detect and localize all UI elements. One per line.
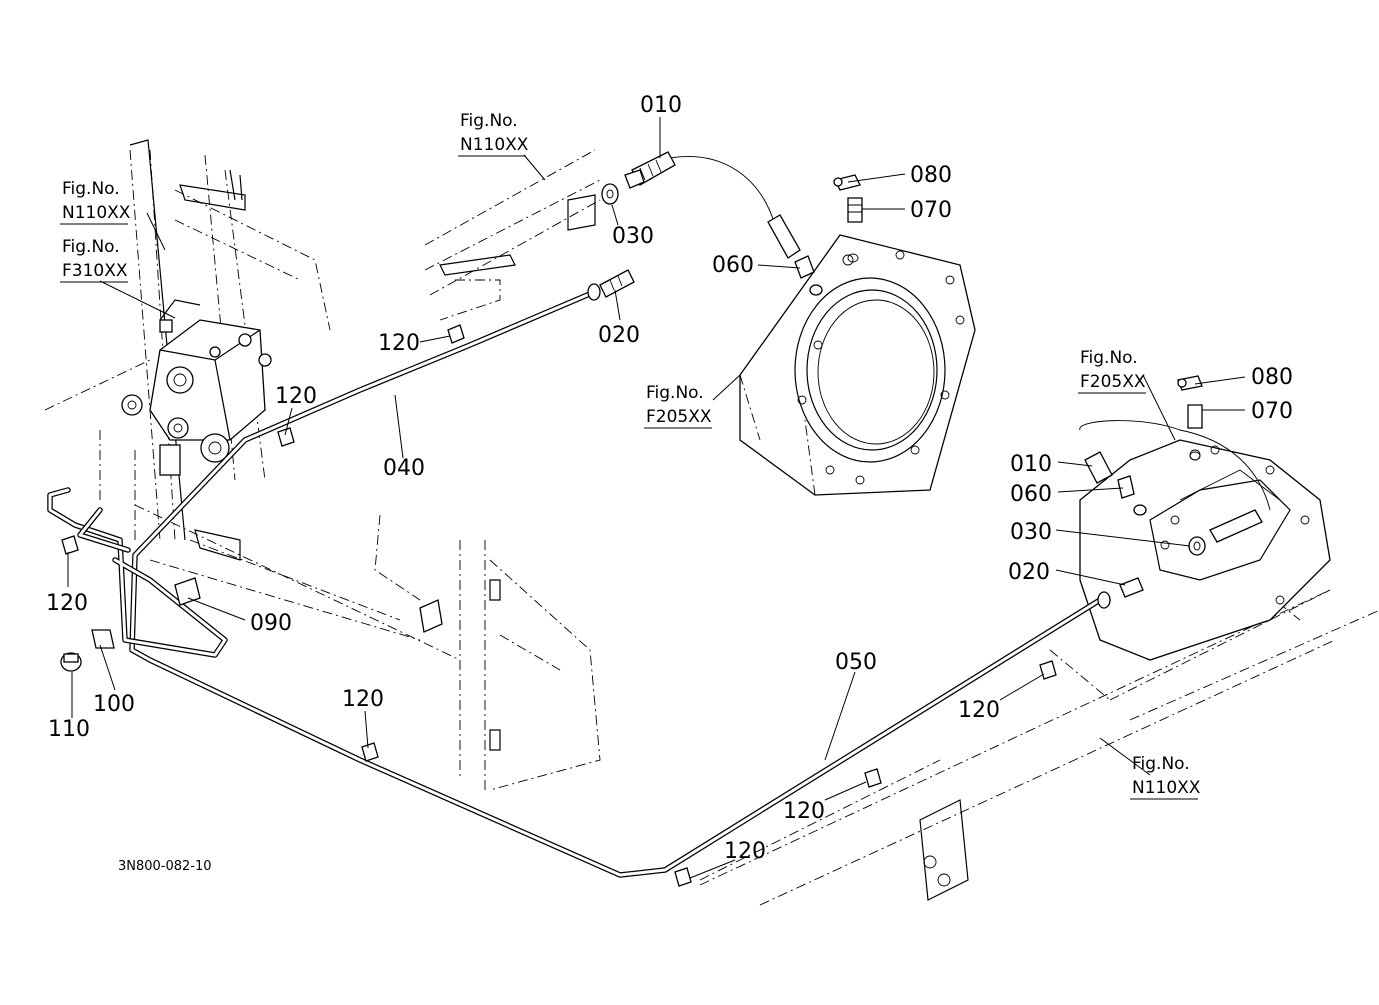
callout-030-right: 030 [1010, 520, 1052, 545]
figref-n110xx-left-title: Fig.No. [62, 179, 120, 199]
callout-020-right: 020 [1008, 560, 1050, 585]
callout-030-top: 030 [612, 224, 654, 249]
fittings [60, 151, 1206, 887]
callout-120-a: 120 [378, 331, 420, 356]
figref-f310xx-title: Fig.No. [62, 237, 120, 257]
callout-020-top: 020 [598, 323, 640, 348]
figref-n110xx-right-title: Fig.No. [1132, 754, 1190, 774]
frame-structure [44, 139, 1379, 906]
figref-f205xx-left-title: Fig.No. [646, 383, 704, 403]
figure-references: Fig.No. N110XX Fig.No. F310XX Fig.No. N1… [60, 111, 1201, 800]
callout-050: 050 [835, 650, 877, 675]
callout-060-top: 060 [712, 253, 754, 278]
callout-120-e: 120 [958, 698, 1000, 723]
callout-010-top: 010 [640, 93, 682, 118]
figref-n110xx-left-code: N110XX [62, 203, 131, 223]
figref-n110xx-top-code: N110XX [460, 135, 529, 155]
right-housing [1079, 439, 1331, 661]
figref-n110xx-right-code: N110XX [1132, 778, 1201, 798]
callout-100: 100 [93, 692, 135, 717]
leader-lines [67, 117, 1246, 879]
callout-070-top: 070 [910, 198, 952, 223]
figref-f310xx-code: F310XX [62, 261, 128, 281]
callout-110: 110 [48, 717, 90, 742]
drawing-code: 3N800-082-10 [118, 859, 212, 874]
callout-120-g: 120 [724, 839, 766, 864]
callout-120-b: 120 [275, 384, 317, 409]
figref-n110xx-top-title: Fig.No. [460, 111, 518, 131]
figref-f205xx-right-title: Fig.No. [1080, 348, 1138, 368]
callout-120-f: 120 [783, 799, 825, 824]
callout-080-top: 080 [910, 163, 952, 188]
callout-040: 040 [383, 456, 425, 481]
callout-120-d: 120 [342, 687, 384, 712]
left-housing [739, 234, 976, 496]
brake-pipes [47, 156, 1271, 878]
callout-060-right: 060 [1010, 482, 1052, 507]
callout-090: 090 [250, 611, 292, 636]
figref-f205xx-right-code: F205XX [1080, 372, 1146, 392]
callout-010-right: 010 [1010, 452, 1052, 477]
callout-120-c: 120 [46, 591, 88, 616]
callout-070-right: 070 [1251, 399, 1293, 424]
callouts: 010 030 020 060 080 070 120 120 040 120 … [46, 93, 1293, 864]
figref-f205xx-left-code: F205XX [646, 407, 712, 427]
callout-080-right: 080 [1251, 365, 1293, 390]
valve-block [121, 299, 272, 476]
